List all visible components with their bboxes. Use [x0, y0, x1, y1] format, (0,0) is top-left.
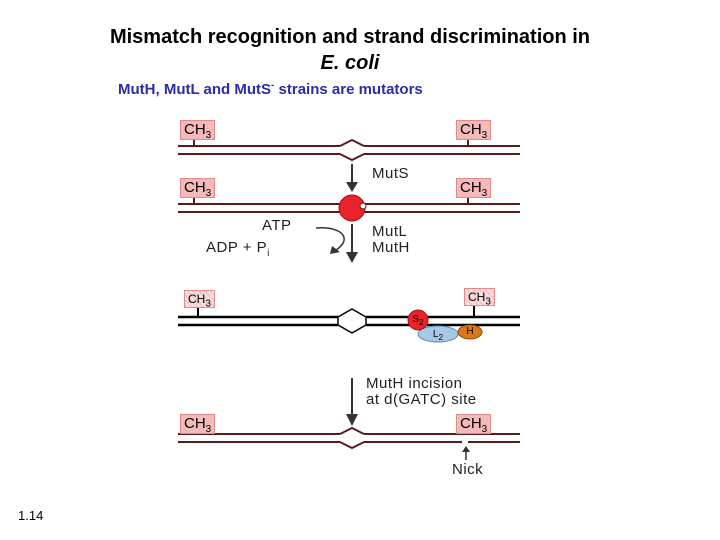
dna-duplex-4 [178, 426, 520, 450]
methyl-label-2-left: CH3 [180, 178, 216, 199]
mutl-label: MutL [372, 223, 408, 240]
subtitle-tail: strains are mutators [274, 81, 423, 98]
page-title-line1: Mismatch recognition and strand discrimi… [109, 26, 591, 48]
muth-label: MutH [372, 239, 410, 256]
incision-label-line1: MutH incision [366, 375, 463, 392]
incision-label-line2: at d(GATC) site [366, 391, 477, 408]
protein-s-label: S2 [412, 314, 424, 327]
subtitle: MutH, MutL and MutS- strains are mutator… [118, 80, 423, 98]
methyl-label-4-left: CH3 [180, 414, 216, 435]
methyl-label-1-right: CH3 [456, 120, 492, 141]
atp-hydrolysis-arrow-icon [315, 227, 345, 254]
atp-label: ATP [262, 217, 292, 234]
dna-duplex-1 [178, 138, 520, 162]
protein-l-label: L2 [432, 329, 444, 342]
arrow-down-icon [346, 378, 358, 426]
arrow-down-icon [346, 224, 358, 263]
nick-arrow-icon [462, 446, 470, 460]
adp-label: ADP + Pi [206, 239, 270, 259]
subtitle-superscript: - [271, 80, 275, 91]
arrow-down-icon [346, 164, 358, 192]
muts-dimer-icon [407, 309, 429, 331]
muth-protein-icon [457, 324, 483, 340]
dna-duplex-3 [178, 306, 520, 343]
protein-h-label: H [466, 326, 474, 337]
nick-label: Nick [452, 461, 484, 478]
methyl-label-1-left: CH3 [180, 120, 216, 141]
methyl-label-4-right: CH3 [456, 414, 492, 435]
muts-label: MutS [372, 165, 410, 182]
methyl-label-3-left: CH3 [184, 290, 215, 309]
page-title-line2: E. coli [320, 52, 380, 74]
methyl-label-2-right: CH3 [456, 178, 492, 199]
slide-number: 1.14 [18, 508, 44, 523]
subtitle-main: MutH, MutL and MutS [118, 81, 272, 98]
dna-duplex-2 [178, 194, 520, 222]
methyl-label-3-right: CH3 [464, 288, 495, 307]
